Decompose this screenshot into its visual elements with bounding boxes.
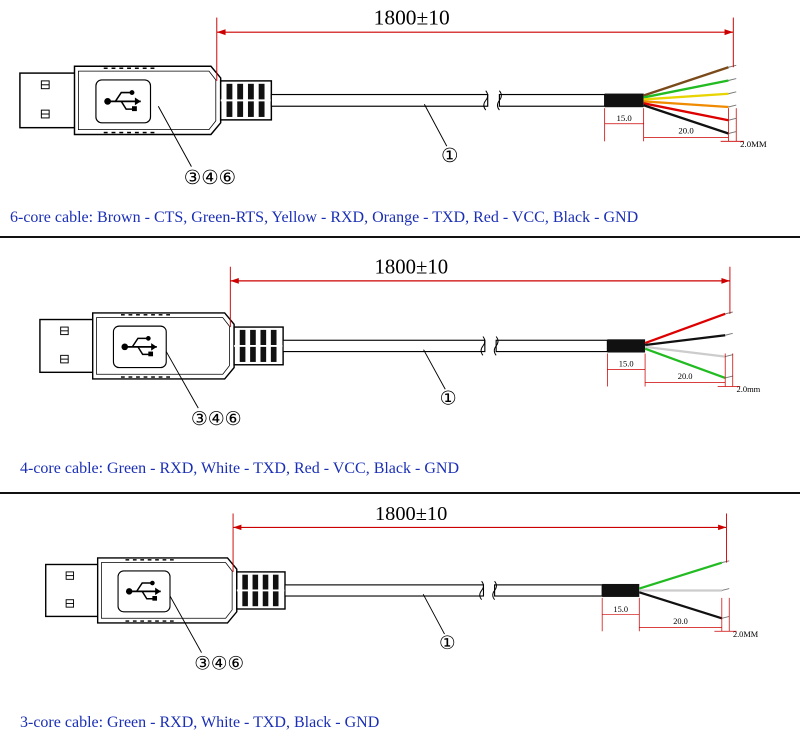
usb-plug-shell [19,72,78,129]
cable-jacket-right [495,339,608,353]
jacket-dim-label: 15.0 [613,605,628,614]
wire-green-tip [728,78,737,81]
cable-jacket-right [498,93,606,107]
wire-green [643,79,729,99]
wire-green-tip [721,560,730,564]
usb-plug-shell [45,563,101,618]
parts-346-label: ③④⑥ [191,409,242,430]
cable-break-mark-left [480,336,486,356]
cable-break-mark-right [492,580,497,601]
tip-dim-label: 2.0mm [737,384,761,394]
usb-overmold-inner-line [100,562,233,619]
usb-overmold-inner-line [77,70,217,131]
wire-white-tip [721,588,730,591]
wire-brown-tip [728,64,737,68]
wire-green [644,347,726,380]
parts-346-leader [157,105,192,167]
length-dim-arrow-right [718,524,727,531]
separator-1 [0,236,800,238]
wire-black-tip [721,615,730,619]
drawing-group: 1800±10 ① ③④⑥ 15.0 20.0 2.0mm [39,256,761,430]
length-dim-arrow-left [216,29,226,36]
drawing-group: 1800±10 ① ③④⑥ 15.0 20.0 2.0MM [19,5,767,189]
part-1-label: ① [440,388,457,409]
caption-4-core: 4-core cable: Green - RXD, White - TXD, … [20,460,459,477]
parts-346-leader [165,351,199,409]
usb-trident-icon [125,580,161,601]
drawing-group: 1800±10 ① ③④⑥ 15.0 20.0 2.0MM [45,503,759,674]
part-1-label: ① [441,146,458,167]
wire-yellow [643,92,729,101]
cable-jacket-right [494,584,603,597]
wire-red-tip [728,117,737,121]
cable-break-mark-left [483,90,489,111]
length-dim-arrow-left [230,278,239,284]
cable-break-mark-right [496,90,502,111]
parts-346-leader [169,595,202,653]
heat-shrink-sleeve [607,339,646,353]
wire-black-tip [725,332,733,336]
wire-green [638,561,723,590]
parts-346-label: ③④⑥ [184,168,236,189]
heat-shrink-sleeve [604,93,644,108]
wire-black [643,104,729,135]
cable-break-mark-left [479,580,484,601]
tip-dim-label: 2.0MM [733,630,759,639]
cable-jacket-left [270,93,489,107]
cable-jacket-left [282,339,486,353]
jacket-dim-label: 15.0 [619,359,634,369]
panel-3-core: 1800±10 ① ③④⑥ 15.0 20.0 2.0MM 3-core cable: G… [0,494,800,742]
wire-red-tip [725,311,733,315]
jacket-dim-label: 15.0 [616,113,632,123]
panel-3-core-drawing: 1800±10 ① ③④⑥ 15.0 20.0 2.0MM [45,503,759,674]
panel-6-core: 1800±10 ① ③④⑥ 15.0 20.0 2.0MM 6-core cable: B… [0,0,800,236]
caption-6-core: 6-core cable: Brown - CTS, Green-RTS, Ye… [10,209,639,226]
strip-dim-label: 20.0 [673,617,688,626]
wire-orange-tip [728,104,737,108]
panel-4-core-drawing: 1800±10 ① ③④⑥ 15.0 20.0 2.0mm [39,256,761,430]
length-dim-label: 1800±10 [374,5,450,29]
wire-black-tip [728,131,737,134]
heat-shrink-sleeve [602,583,640,597]
wire-black [644,334,726,347]
strip-dim-label: 20.0 [678,126,694,136]
usb-trident-icon [104,90,141,112]
caption-3-core: 3-core cable: Green - RXD, White - TXD, … [20,714,380,731]
part-1-leader [423,104,448,147]
wire-green-tip [725,375,733,379]
usb-plug-shell [39,318,96,374]
length-dim-arrow-right [721,278,730,284]
wire-black [638,591,723,620]
wire-red [643,102,729,122]
length-dim-label: 1800±10 [375,256,449,278]
wire-red [644,312,726,345]
wire-white-tip [725,354,733,358]
tip-dim-label: 2.0MM [740,139,767,149]
part-1-label: ① [439,633,456,654]
length-dim-label: 1800±10 [375,503,447,525]
panel-4-core: 1800±10 ① ③④⑥ 15.0 20.0 2.0mm 4-core cable: G… [0,246,800,490]
part-1-leader [423,349,446,390]
length-dim-arrow-right [724,29,734,36]
wire-orange [643,100,729,109]
cable-jacket-left [284,584,485,597]
separator-2 [0,492,800,494]
part-1-leader [422,593,445,635]
wire-white [644,345,726,358]
panel-6-core-drawing: 1800±10 ① ③④⑥ 15.0 20.0 2.0MM [19,5,767,189]
usb-overmold-inner-line [96,317,230,375]
cable-break-mark-right [493,336,499,356]
parts-346-label: ③④⑥ [194,653,244,674]
wire-yellow-tip [728,91,737,95]
usb-trident-icon [121,336,157,357]
wire-brown [643,66,729,97]
strip-dim-label: 20.0 [678,371,693,381]
length-dim-arrow-left [233,524,242,531]
